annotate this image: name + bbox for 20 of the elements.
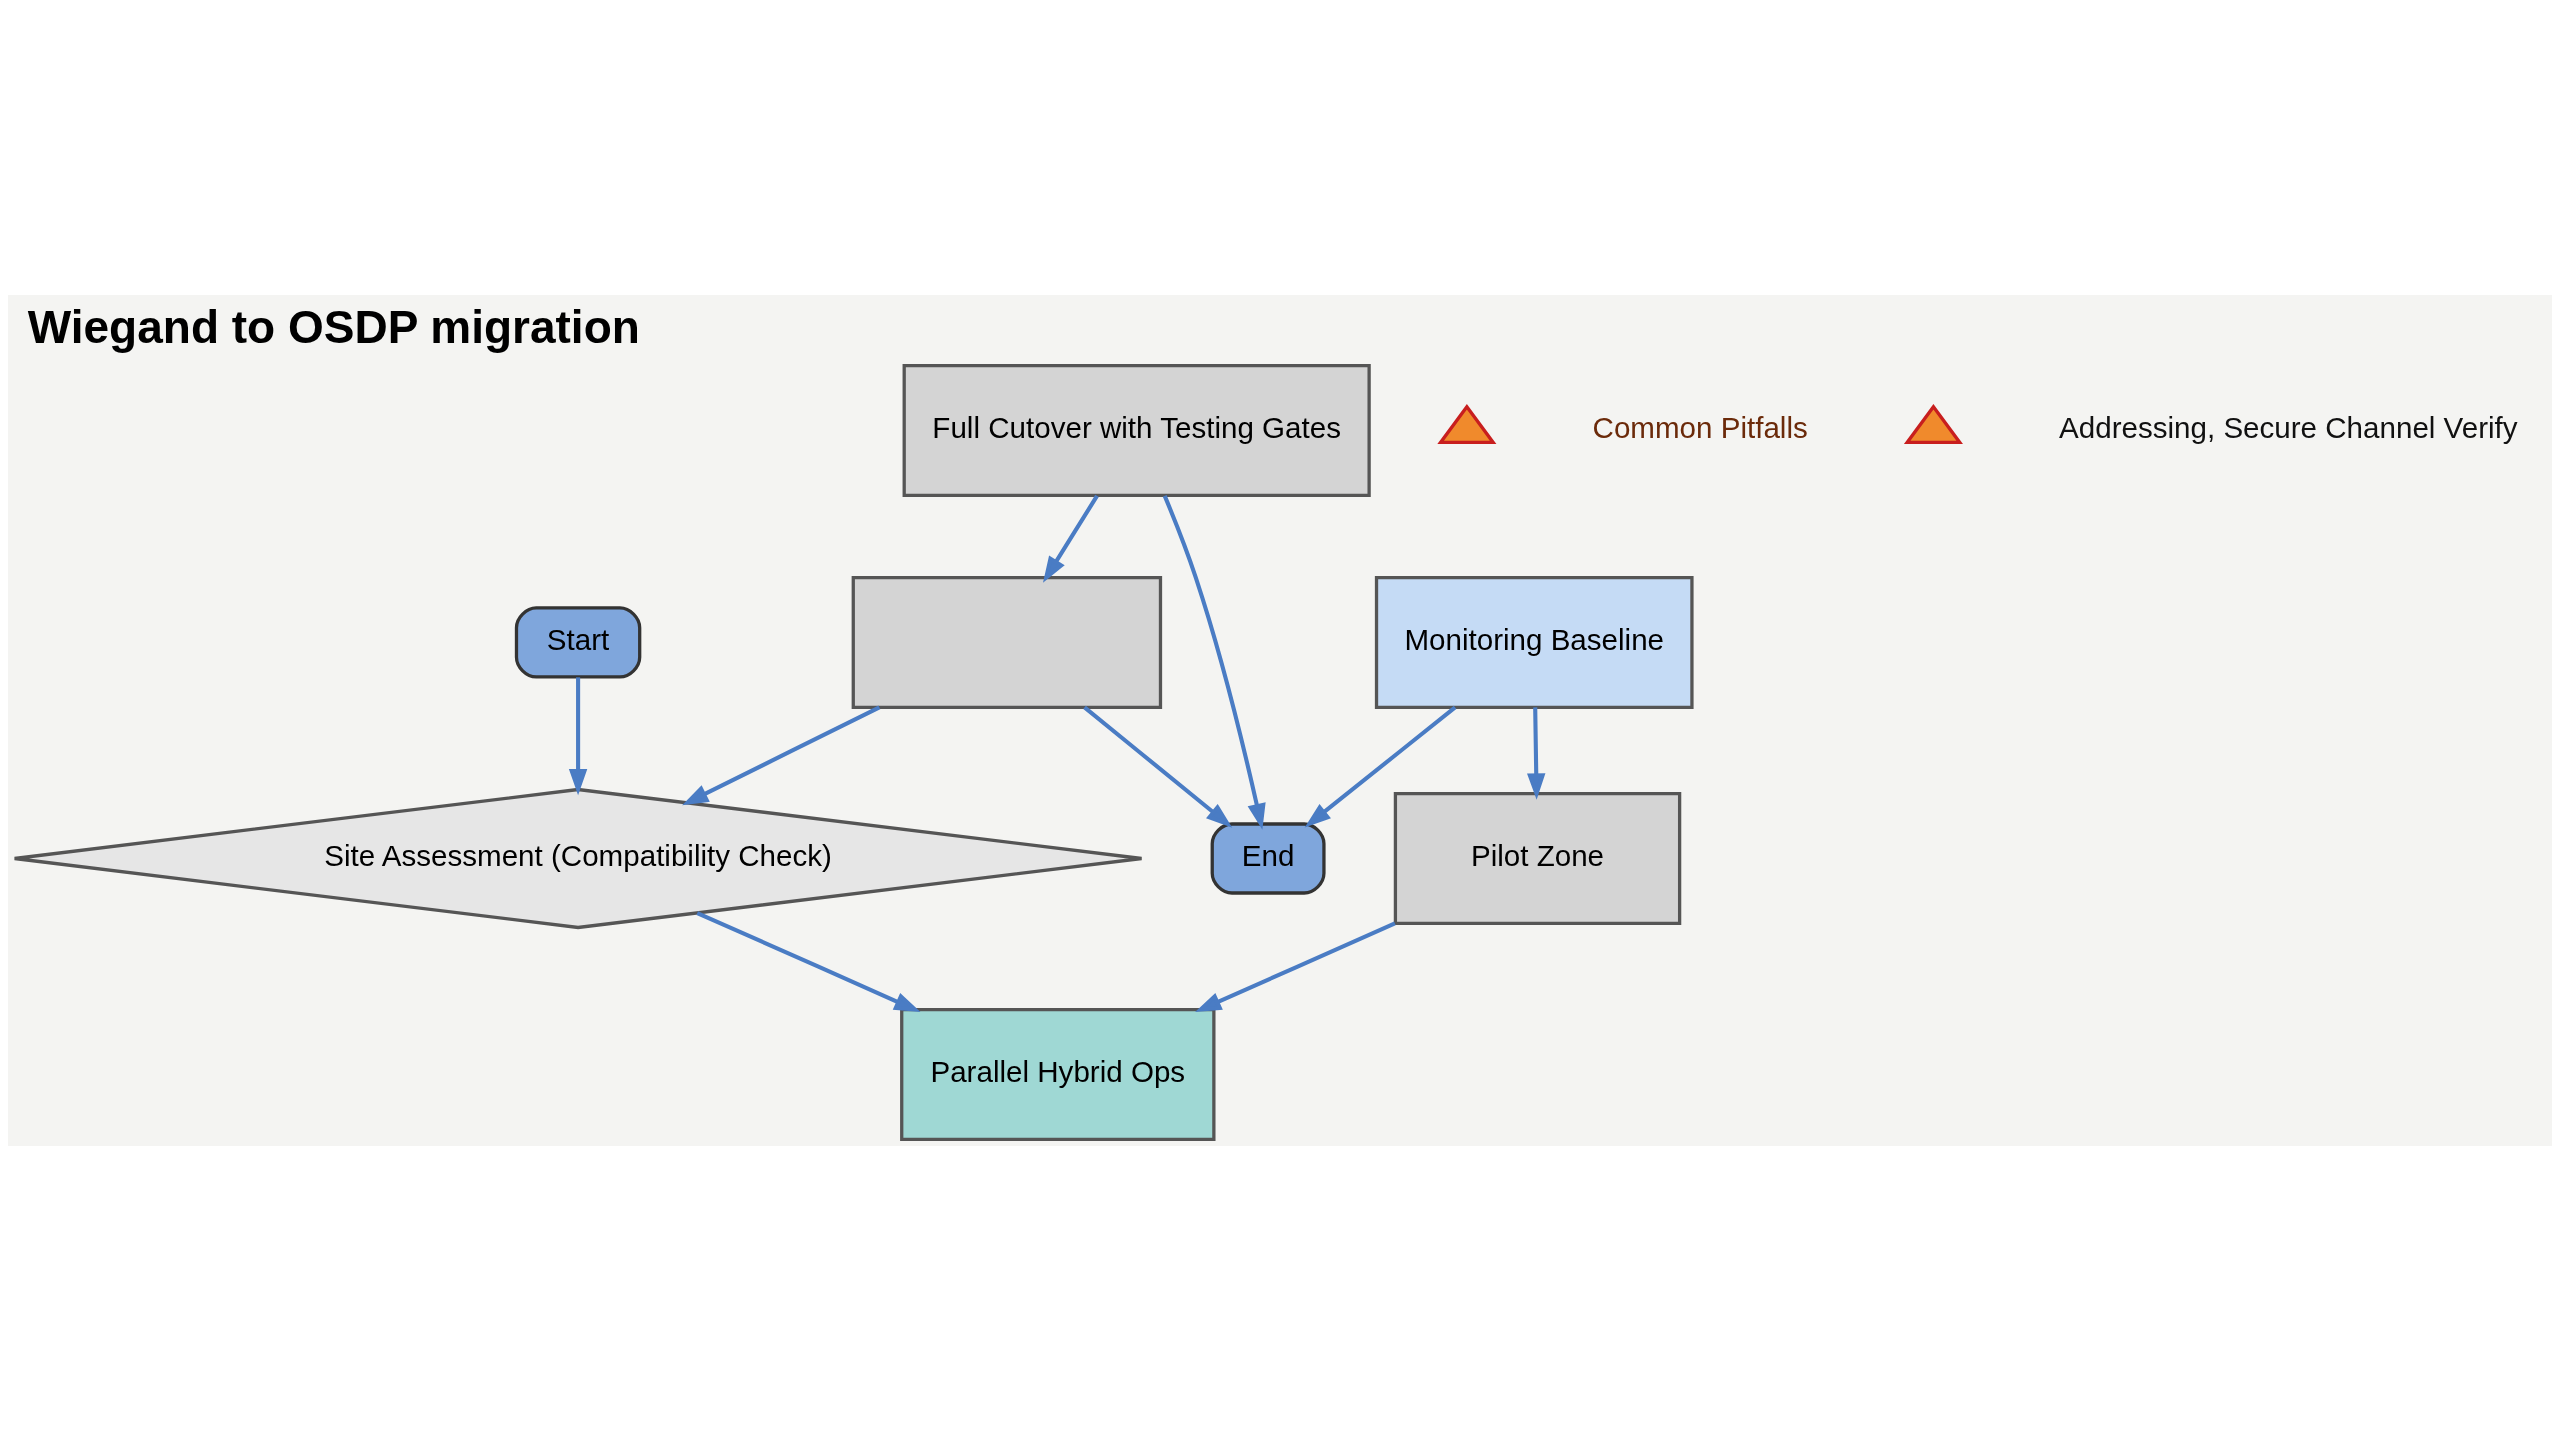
arrow [1162, 494, 1266, 830]
node-box: Start [514, 605, 642, 679]
label: Common Pitfalls [1592, 410, 1808, 444]
node-box: Parallel Hybrid Ops [900, 1007, 1216, 1141]
arrow [1527, 706, 1546, 800]
arrow [696, 910, 921, 1012]
arrow [568, 676, 588, 795]
node-diamond: Site Assessment (Compatibility Check) [12, 787, 1144, 929]
node-box: Pilot Zone [1393, 791, 1682, 925]
node-box: Monitoring Baseline [1374, 575, 1694, 709]
node-box: End [1210, 821, 1326, 895]
arrow [1083, 705, 1233, 828]
label: Addressing, Secure Channel Verify [2059, 410, 2518, 444]
node-box [851, 575, 1163, 709]
arrow [682, 705, 881, 805]
node-box: Full Cutover with Testing Gates [902, 363, 1371, 497]
diagram-title: Wiegand to OSDP migration [27, 300, 640, 353]
arrow [1042, 494, 1099, 583]
arrow [1195, 921, 1396, 1012]
arrow [1304, 705, 1457, 828]
